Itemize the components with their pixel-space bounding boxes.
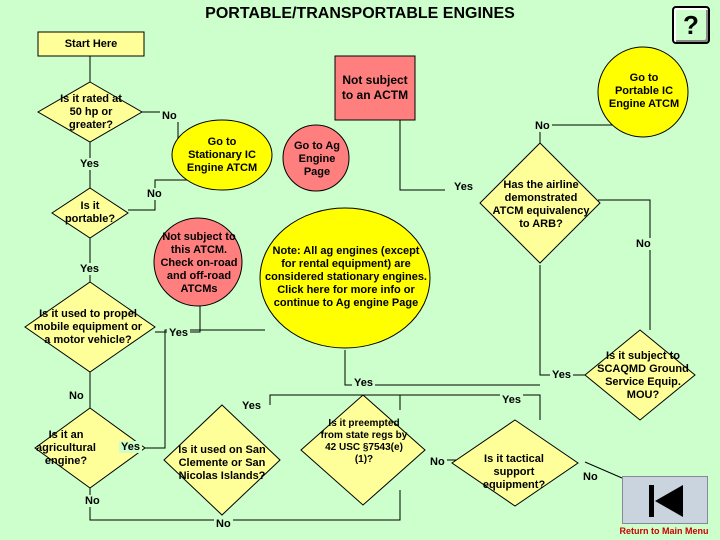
stationary-circle[interactable] bbox=[171, 119, 273, 191]
portable-atcm-circle[interactable] bbox=[597, 46, 689, 138]
propel-diamond[interactable] bbox=[24, 281, 156, 373]
return-icon-bar bbox=[649, 485, 654, 517]
preempted-label: Is it preempted from state regs by 42 US… bbox=[320, 418, 408, 465]
edge-label: No bbox=[145, 188, 164, 200]
edge-label: Yes bbox=[352, 377, 375, 389]
edge-label: Yes bbox=[78, 158, 101, 170]
edge-label: Yes bbox=[452, 181, 475, 193]
edge-label: Yes bbox=[119, 441, 142, 453]
edge-label: No bbox=[67, 390, 86, 402]
rated-diamond[interactable] bbox=[36, 81, 144, 143]
note-label: Note: All ag engines (except for rental … bbox=[265, 244, 427, 309]
edge-label: No bbox=[634, 238, 653, 250]
portable-atcm-label: Go to Portable IC Engine ATCM bbox=[608, 71, 680, 110]
edge-label: Yes bbox=[500, 394, 523, 406]
edge-label: No bbox=[581, 471, 600, 483]
edge-label: Yes bbox=[78, 263, 101, 275]
back-arrow-icon bbox=[655, 485, 683, 517]
note-circle[interactable] bbox=[259, 207, 431, 349]
edge-label: No bbox=[83, 495, 102, 507]
agricultural-diamond[interactable] bbox=[34, 407, 146, 489]
scaqmd-diamond[interactable] bbox=[584, 329, 696, 421]
edge-label: Yes bbox=[240, 400, 263, 412]
start-node[interactable] bbox=[37, 31, 145, 57]
airline-diamond[interactable] bbox=[479, 142, 601, 264]
airline-label: Has the airline demonstrated ATCM equiva… bbox=[492, 179, 590, 230]
edge-label: No bbox=[160, 110, 179, 122]
return-to-main-menu-link[interactable]: Return to Main Menu bbox=[619, 526, 709, 536]
preempted-diamond[interactable] bbox=[300, 394, 426, 506]
rated-label: Is it rated at 50 hp or greater? bbox=[60, 92, 122, 131]
san-clemente-diamond[interactable] bbox=[163, 404, 281, 516]
edge-label: No bbox=[214, 518, 233, 530]
portable-diamond[interactable] bbox=[51, 187, 129, 239]
edge-label: Yes bbox=[167, 327, 190, 339]
start-label: Start Here bbox=[64, 37, 118, 50]
san-clemente-label: Is it used on San Clemente or San Nicola… bbox=[178, 443, 266, 482]
propel-label: Is it used to propel mobile equipment or… bbox=[33, 307, 143, 346]
not-subject-check-label: Not subject to this ATCM. Check on-road … bbox=[160, 230, 238, 295]
not-subject-box[interactable] bbox=[334, 55, 416, 121]
ag-page-circle[interactable] bbox=[282, 124, 350, 192]
not-subject-check-circle[interactable] bbox=[153, 217, 243, 307]
portable-label: Is it portable? bbox=[64, 200, 116, 225]
agricultural-label: Is it an agricultural engine? bbox=[36, 428, 96, 467]
stationary-label: Go to Stationary IC Engine ATCM bbox=[186, 135, 258, 174]
not-subject-label: Not subject to an ACTM bbox=[341, 73, 409, 102]
edge-label: No bbox=[428, 456, 447, 468]
scaqmd-label: Is it subject to SCAQMD Ground Service E… bbox=[597, 350, 689, 401]
ag-page-label: Go to Ag Engine Page bbox=[293, 139, 341, 178]
edge-label: Yes bbox=[550, 369, 573, 381]
return-to-main-menu-button[interactable] bbox=[622, 476, 708, 524]
help-button[interactable]: ? bbox=[672, 6, 710, 44]
tactical-label: Is it tactical support equipment? bbox=[482, 452, 546, 491]
tactical-diamond[interactable] bbox=[451, 419, 579, 507]
edge-label: No bbox=[533, 120, 552, 132]
page-title: PORTABLE/TRANSPORTABLE ENGINES bbox=[205, 5, 515, 22]
